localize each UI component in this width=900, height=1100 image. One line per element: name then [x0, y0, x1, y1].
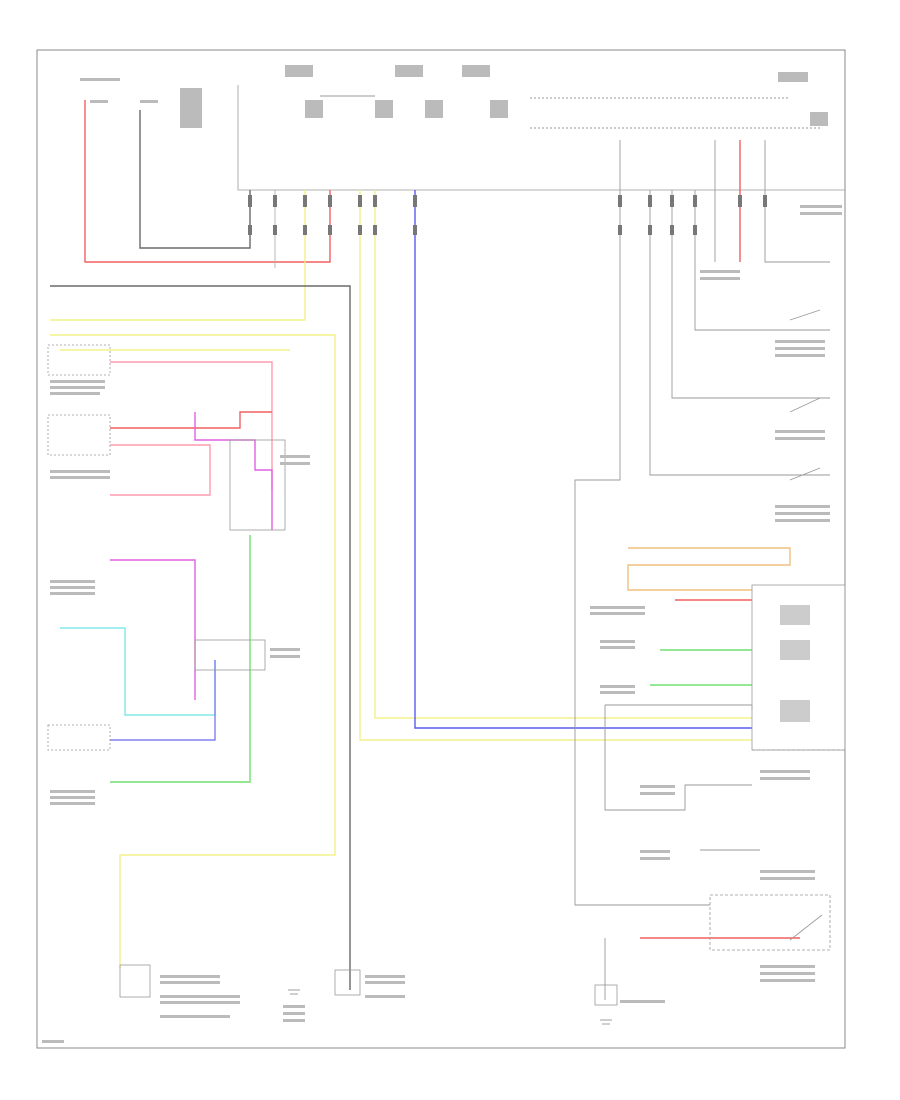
wire-orange [627, 547, 791, 591]
wire-gray-right-5 [764, 140, 830, 263]
wire-yellow-long-2 [374, 190, 752, 719]
wire-green-left [110, 535, 251, 783]
wire-violet [110, 660, 216, 741]
wire-black-ign [139, 110, 251, 249]
left-components [47, 344, 361, 998]
fuse-labels [80, 65, 828, 128]
diagram-frame [36, 49, 846, 1049]
wire-gray-bottom-right [604, 705, 752, 811]
instrument-cluster [751, 584, 846, 751]
wire-gray-right-3 [671, 190, 830, 399]
connector-pins [248, 195, 767, 235]
wire-gray-right-4 [694, 190, 830, 331]
wire-red-ecm [110, 411, 272, 429]
wire-gray-right-2 [649, 190, 830, 476]
wire-blue [414, 190, 752, 729]
wire-gray-cluster [605, 704, 753, 710]
right-switches [594, 309, 831, 1006]
wire-cyan [60, 627, 216, 716]
ground-symbol [288, 989, 612, 1025]
wire-red-battery [84, 100, 331, 263]
wire-pink-trans [110, 361, 273, 490]
wire-yellow-main [50, 190, 306, 321]
wire-pink-ecm [110, 444, 211, 496]
wire-yellow-long [359, 190, 752, 741]
wire-yellow-2 [50, 334, 336, 968]
wire-gray-right-1 [574, 140, 710, 906]
wire-magenta-tire [110, 559, 196, 700]
top-connector-bus [237, 85, 845, 191]
wire-black-ground [50, 285, 351, 990]
component-labels [42, 205, 842, 1043]
wire-magenta [194, 412, 273, 530]
